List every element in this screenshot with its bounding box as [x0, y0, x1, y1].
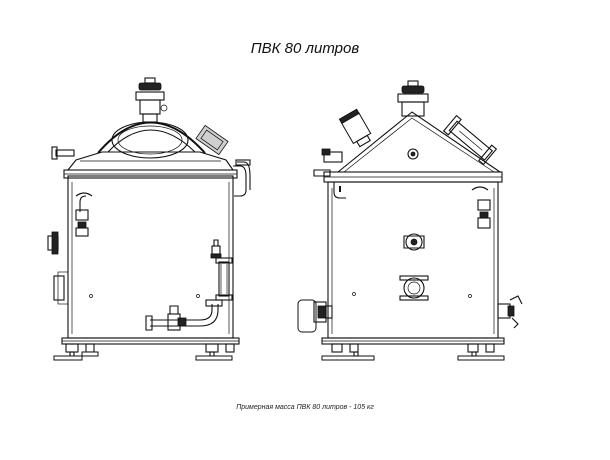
- left-body: [67, 175, 234, 339]
- right-kettle-view: [297, 80, 523, 361]
- left-kettle-view: [47, 77, 251, 361]
- drawing-title: ПВК 80 литров: [250, 40, 360, 57]
- right-body: [327, 181, 499, 339]
- drawing-caption: Примерная масса ПВК 80 литров - 105 кг: [236, 404, 374, 411]
